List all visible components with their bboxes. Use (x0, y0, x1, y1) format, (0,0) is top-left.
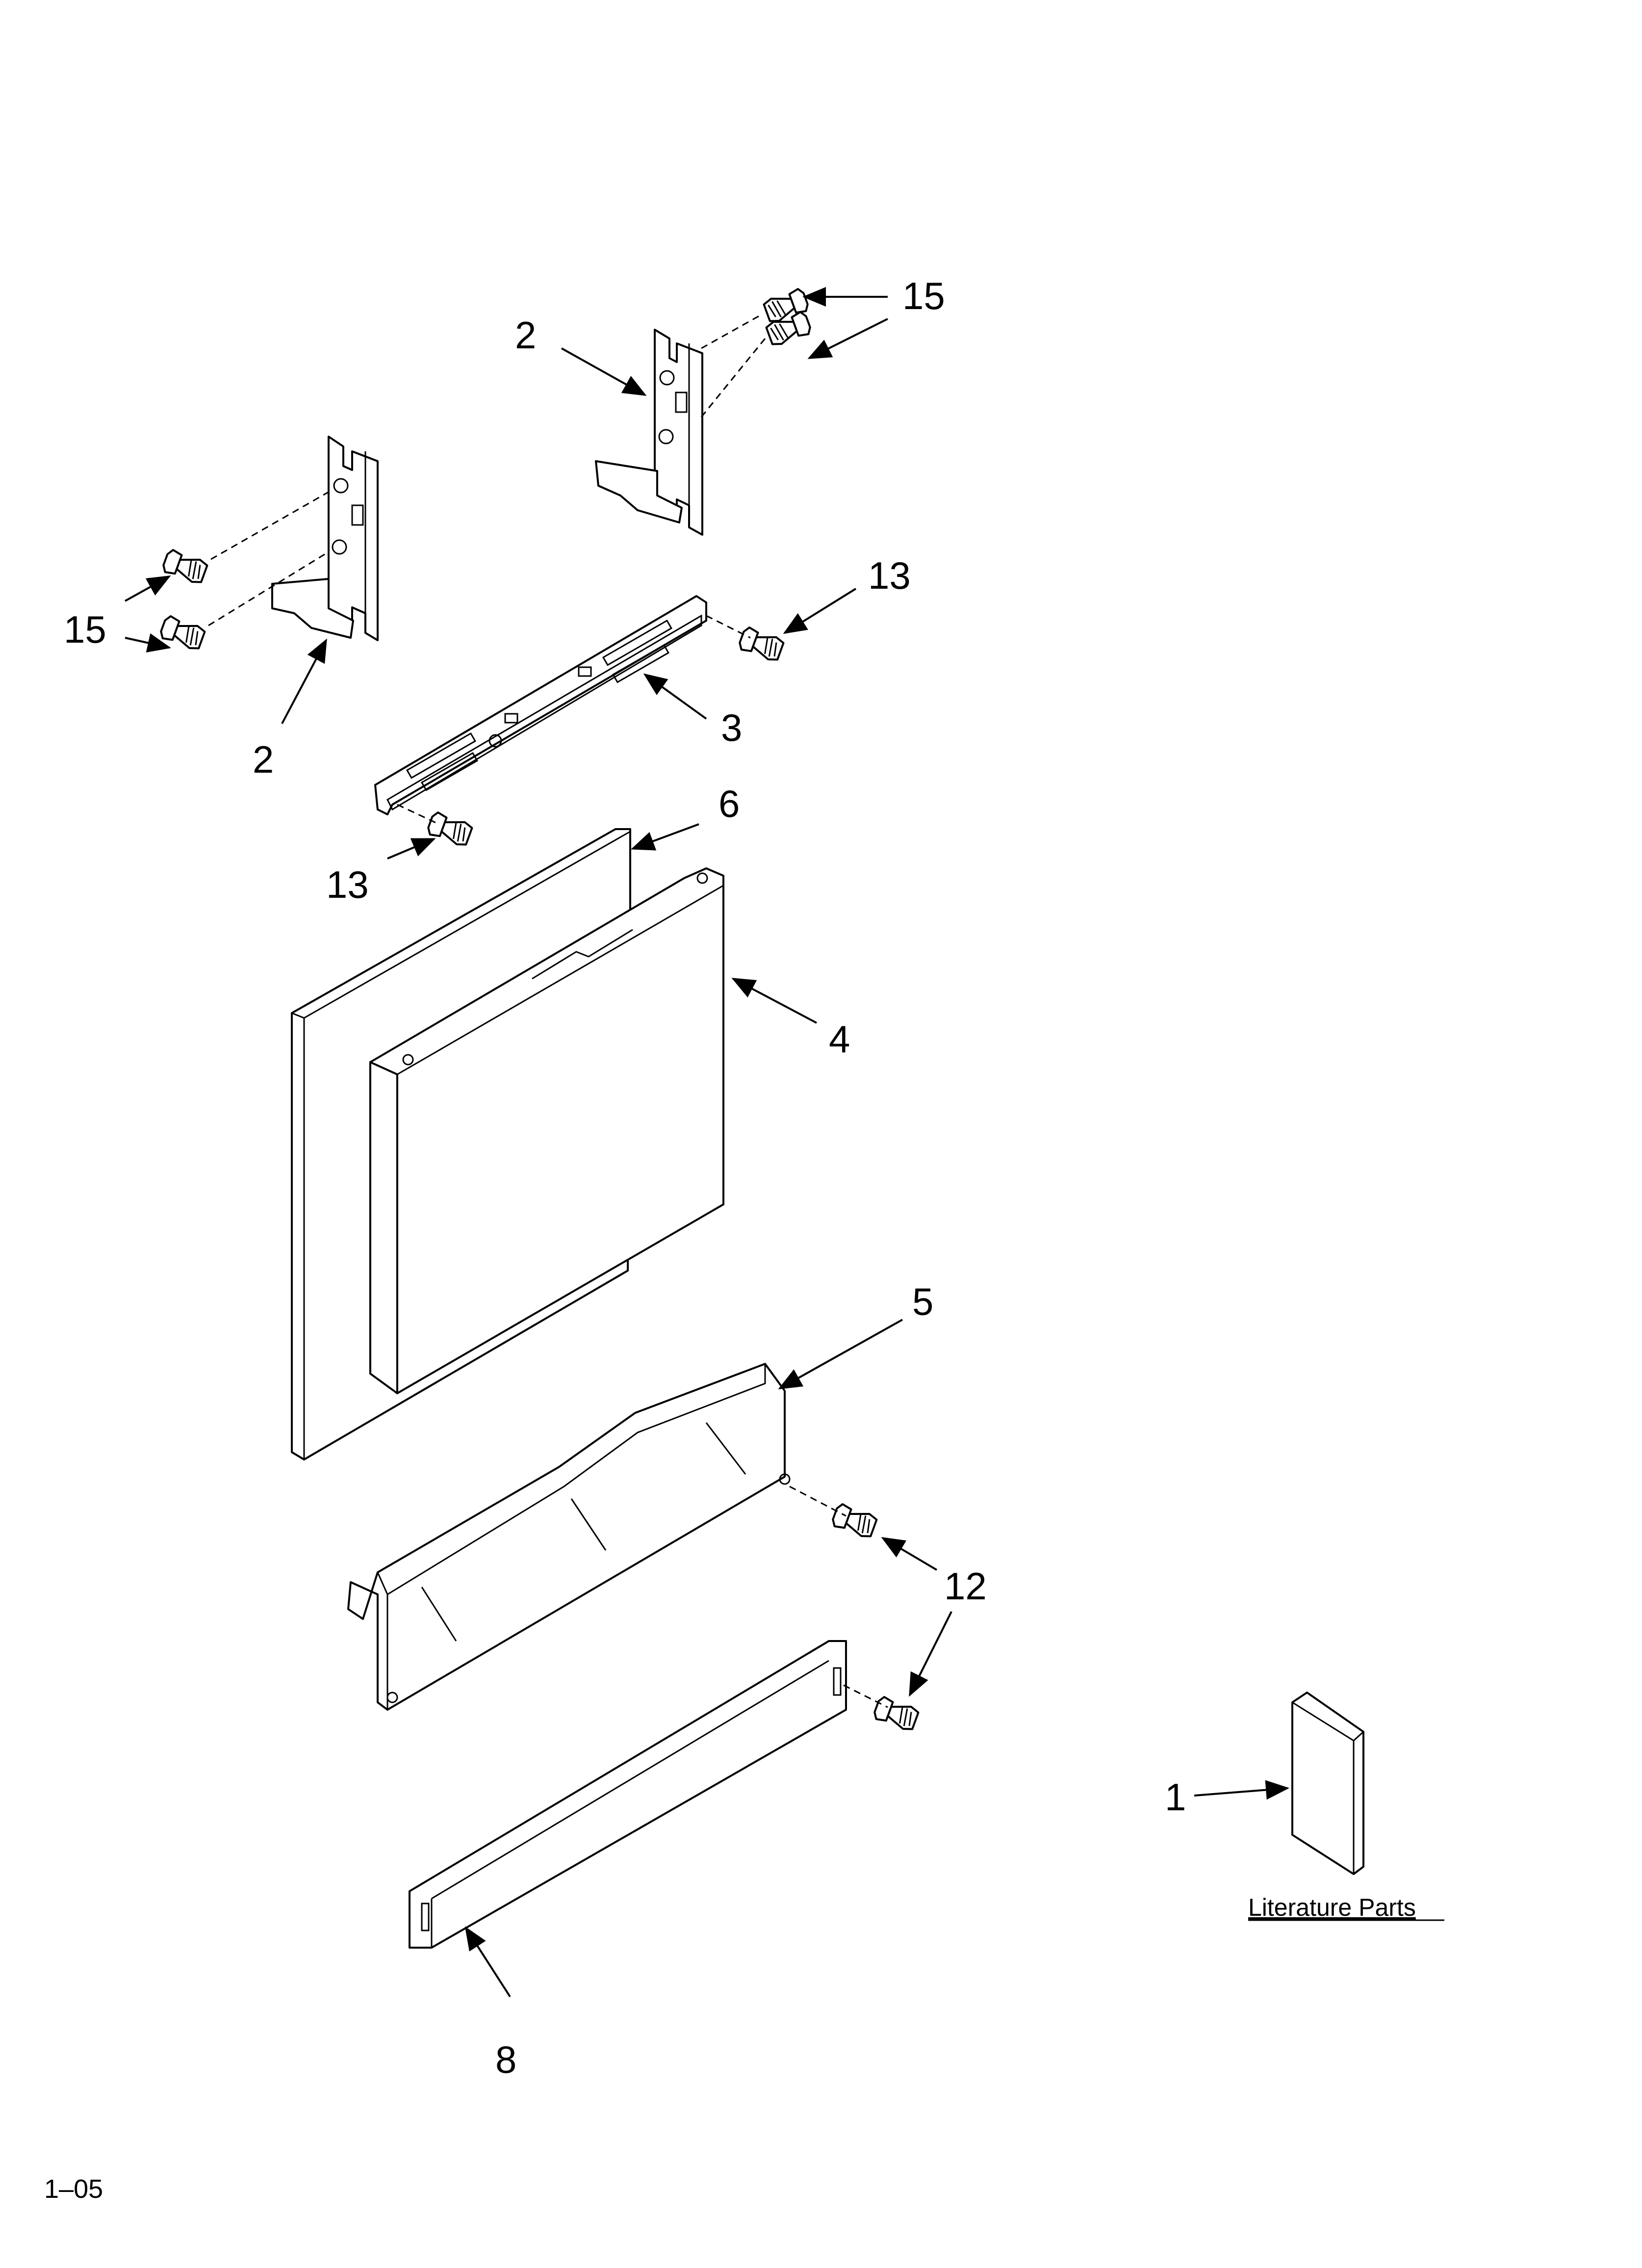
hinge-bracket-upper-right (595, 329, 703, 536)
toe-kick-plate (409, 1640, 847, 1949)
callout-15-left: 15 (64, 608, 106, 651)
screw-15-left-a (160, 547, 209, 586)
screw-13-left (425, 810, 474, 849)
leader-lines (125, 287, 1289, 1998)
callout-2-top: 2 (515, 313, 536, 357)
screw-15-left-b (158, 614, 207, 652)
callout-12: 12 (944, 1564, 987, 1608)
callout-1: 1 (1165, 1775, 1186, 1819)
callout-13-right: 13 (868, 554, 911, 597)
mounting-rail (374, 595, 707, 815)
bottom-kick-bracket (347, 1362, 791, 1711)
screw-13-right (737, 625, 786, 664)
screw-12-upper (830, 1502, 879, 1540)
door-panel-front (369, 867, 724, 1394)
callout-5: 5 (912, 1280, 933, 1323)
callout-13-left: 13 (326, 863, 369, 906)
callout-3: 3 (721, 706, 742, 749)
callout-2-left: 2 (253, 738, 274, 781)
literature-parts-label: Literature Parts (1248, 1894, 1416, 1921)
callout-6: 6 (718, 782, 740, 825)
callout-8: 8 (495, 2038, 516, 2081)
callout-4: 4 (829, 1017, 850, 1061)
screw-12-lower (872, 1694, 921, 1733)
hinge-bracket-upper-left (271, 436, 379, 641)
footer-code: 1–05 (44, 2174, 103, 2204)
literature-parts-booklet (1291, 1692, 1364, 1875)
callout-15-top: 15 (902, 274, 945, 317)
